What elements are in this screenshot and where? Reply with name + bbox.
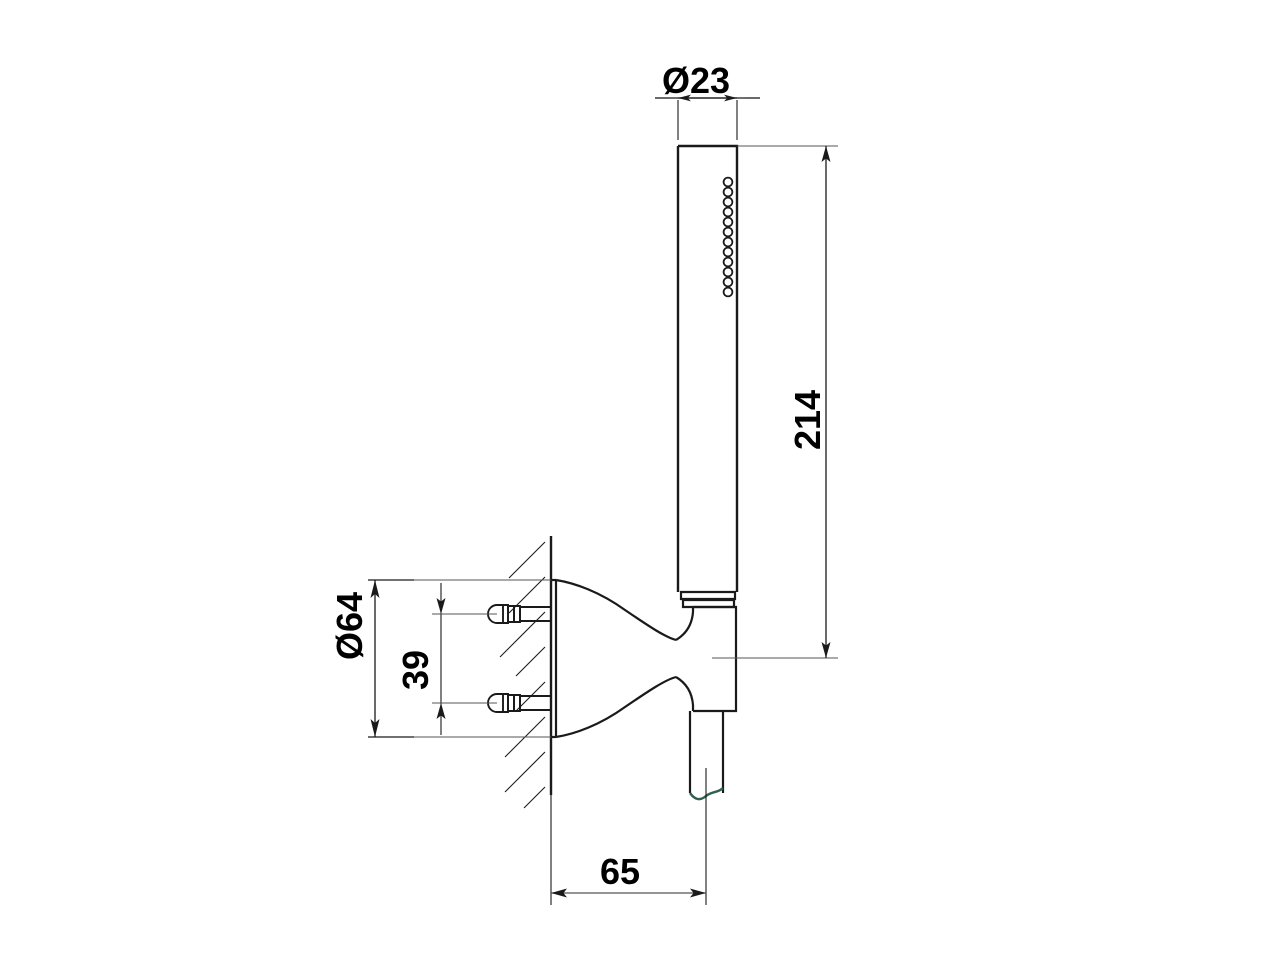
dimension-label-dia23: Ø23: [662, 60, 730, 101]
neck-rings: [679, 590, 737, 609]
dimension-len214: 214: [712, 145, 838, 659]
dimension-dia23: Ø23: [655, 60, 760, 140]
dimension-label-len214: 214: [787, 390, 828, 450]
dimension-label-dia64: Ø64: [329, 592, 370, 660]
spray-nozzle-column: [722, 176, 734, 298]
dimension-dia64: Ø64: [329, 579, 462, 738]
wall-escutcheon: [551, 578, 677, 739]
dimension-label-len39: 39: [395, 650, 436, 690]
hose-outlet-stub: [688, 711, 725, 793]
reference-lines: [432, 579, 790, 738]
screw-anchor-upper: [487, 604, 552, 624]
dimension-len65: 65: [550, 795, 707, 905]
mounting-screw-anchors: [487, 604, 552, 713]
screw-anchor-lower: [487, 693, 552, 713]
dimension-label-len65: 65: [600, 851, 640, 892]
